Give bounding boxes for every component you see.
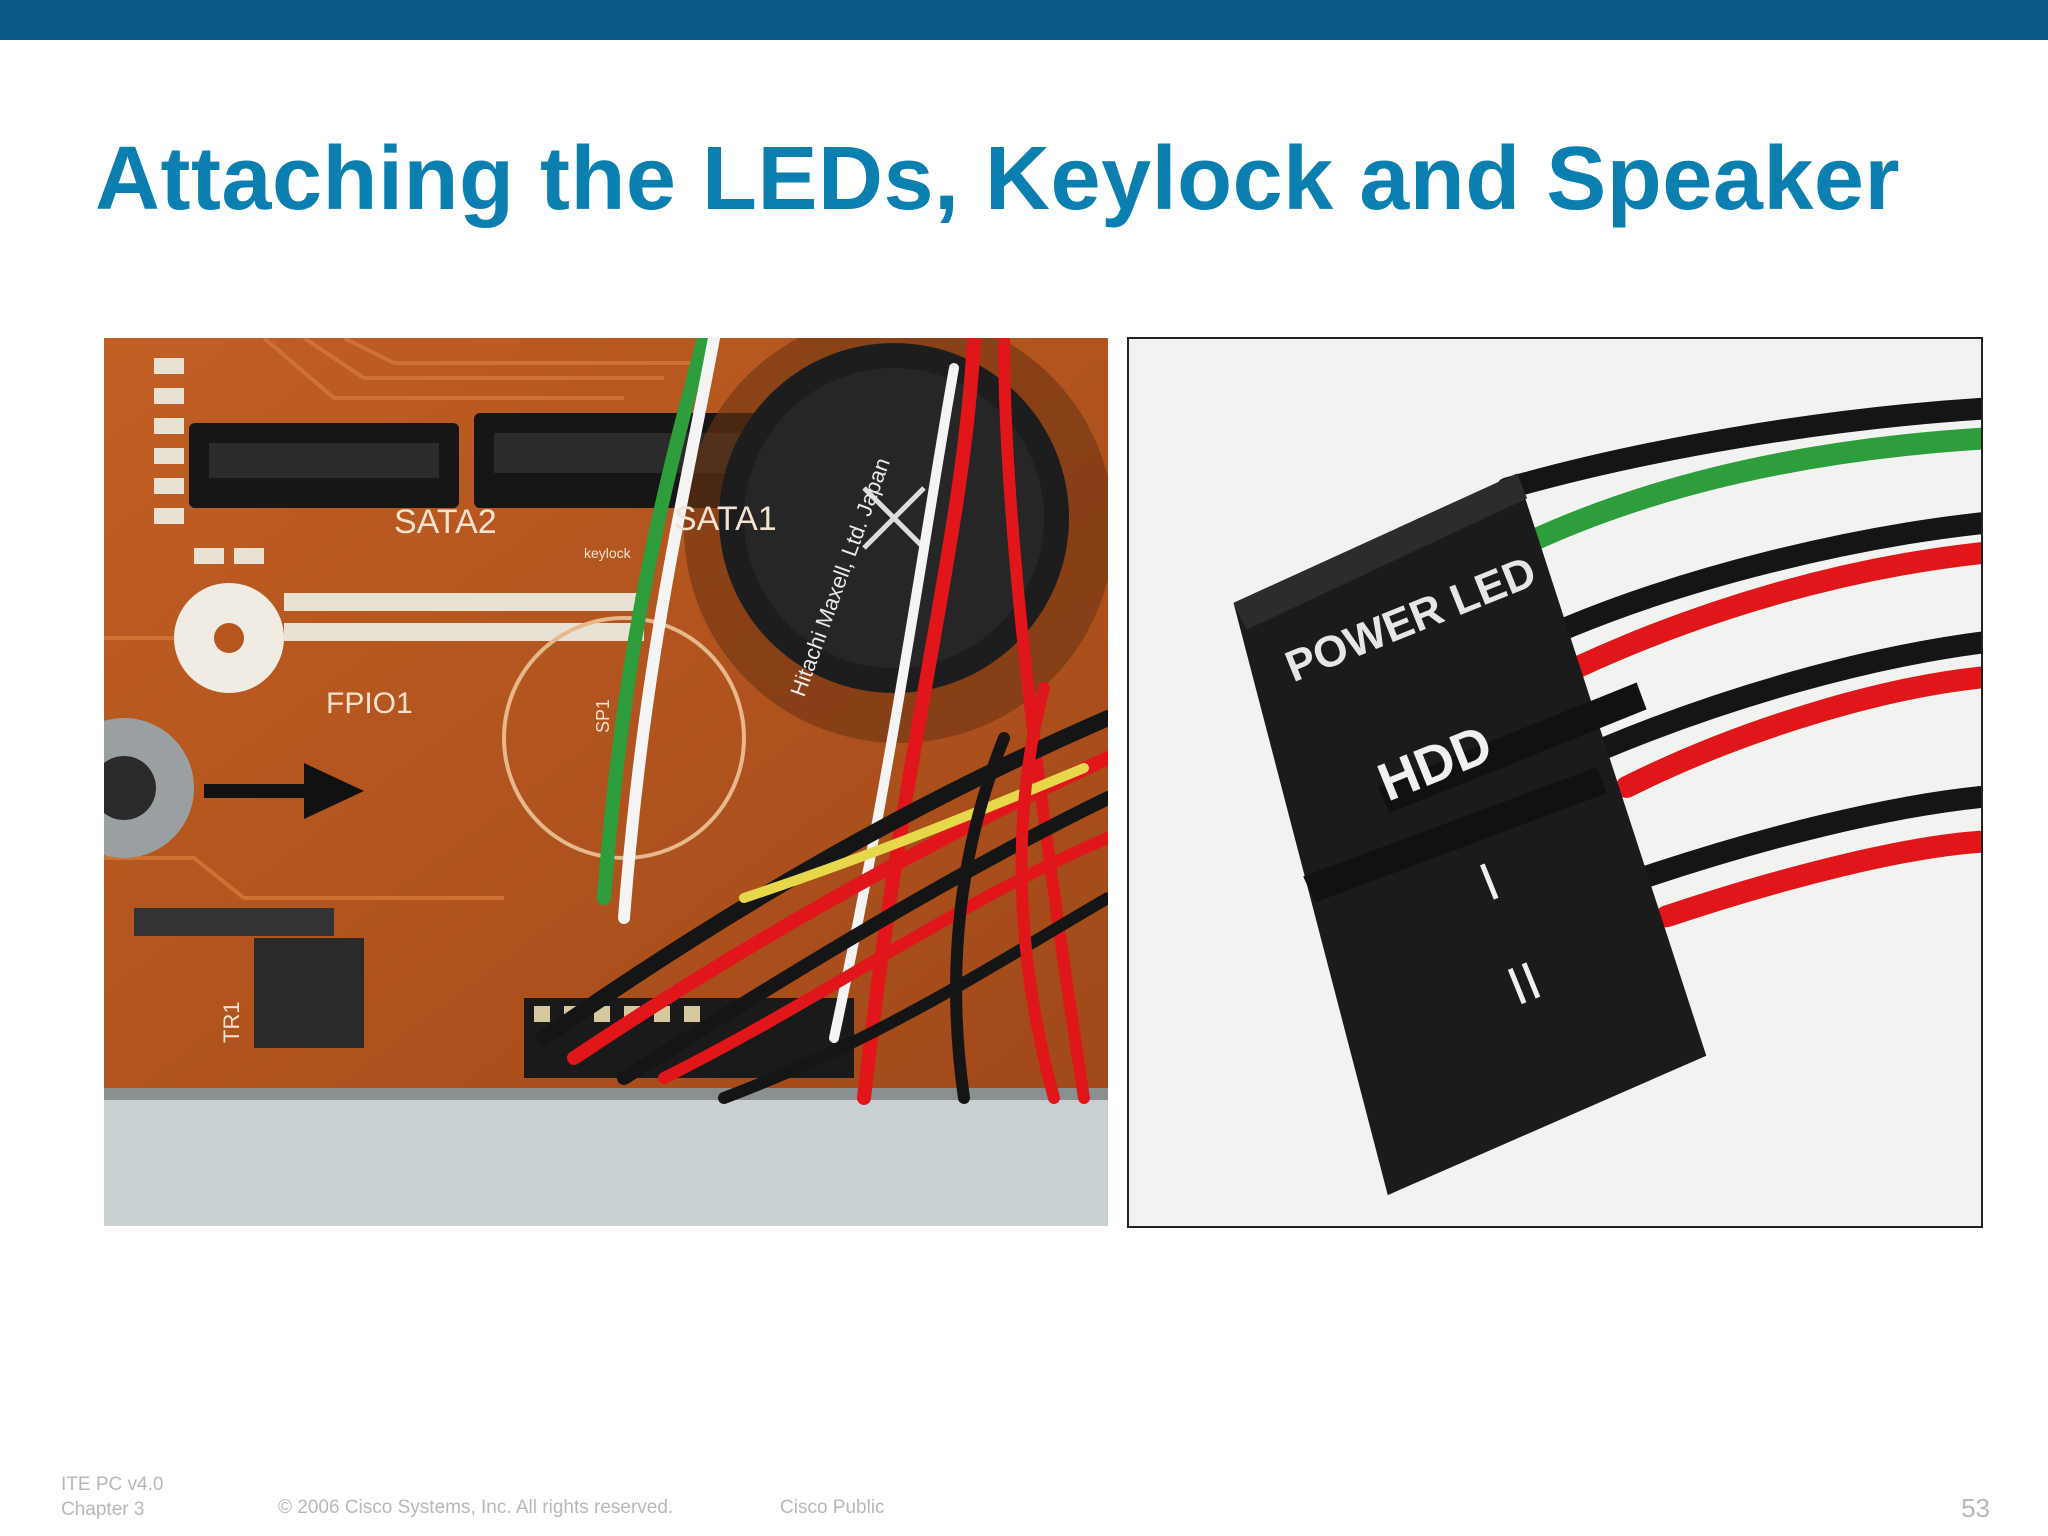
footer-course: ITE PC v4.0 xyxy=(61,1474,164,1495)
sata1-label: SATA1 xyxy=(674,500,777,538)
fpio1-label: FPIO1 xyxy=(326,687,413,720)
footer-chapter: Chapter 3 xyxy=(61,1499,145,1520)
top-banner-bar xyxy=(0,0,2048,40)
tr1-label: TR1 xyxy=(219,1001,244,1043)
footer-course-info: ITE PC v4.0 Chapter 3 xyxy=(61,1472,163,1522)
sata2-label: SATA2 xyxy=(394,503,497,541)
slide-title: Attaching the LEDs, Keylock and Speaker xyxy=(95,129,1900,229)
sp1-label: SP1 xyxy=(593,699,613,733)
footer-copyright: © 2006 Cisco Systems, Inc. All rights re… xyxy=(278,1497,674,1518)
front-panel-connector-photo: POWER LED HDD I II xyxy=(1127,337,1983,1228)
arrow-right-icon xyxy=(204,763,364,819)
keylock-label: keylock xyxy=(584,545,632,561)
page-number: 53 xyxy=(1961,1493,1990,1523)
footer-classification: Cisco Public xyxy=(780,1497,885,1518)
motherboard-header-photo: SATA2 SATA1 FPIO1 keylock SP1 TR1 Hitach… xyxy=(104,338,1108,1226)
